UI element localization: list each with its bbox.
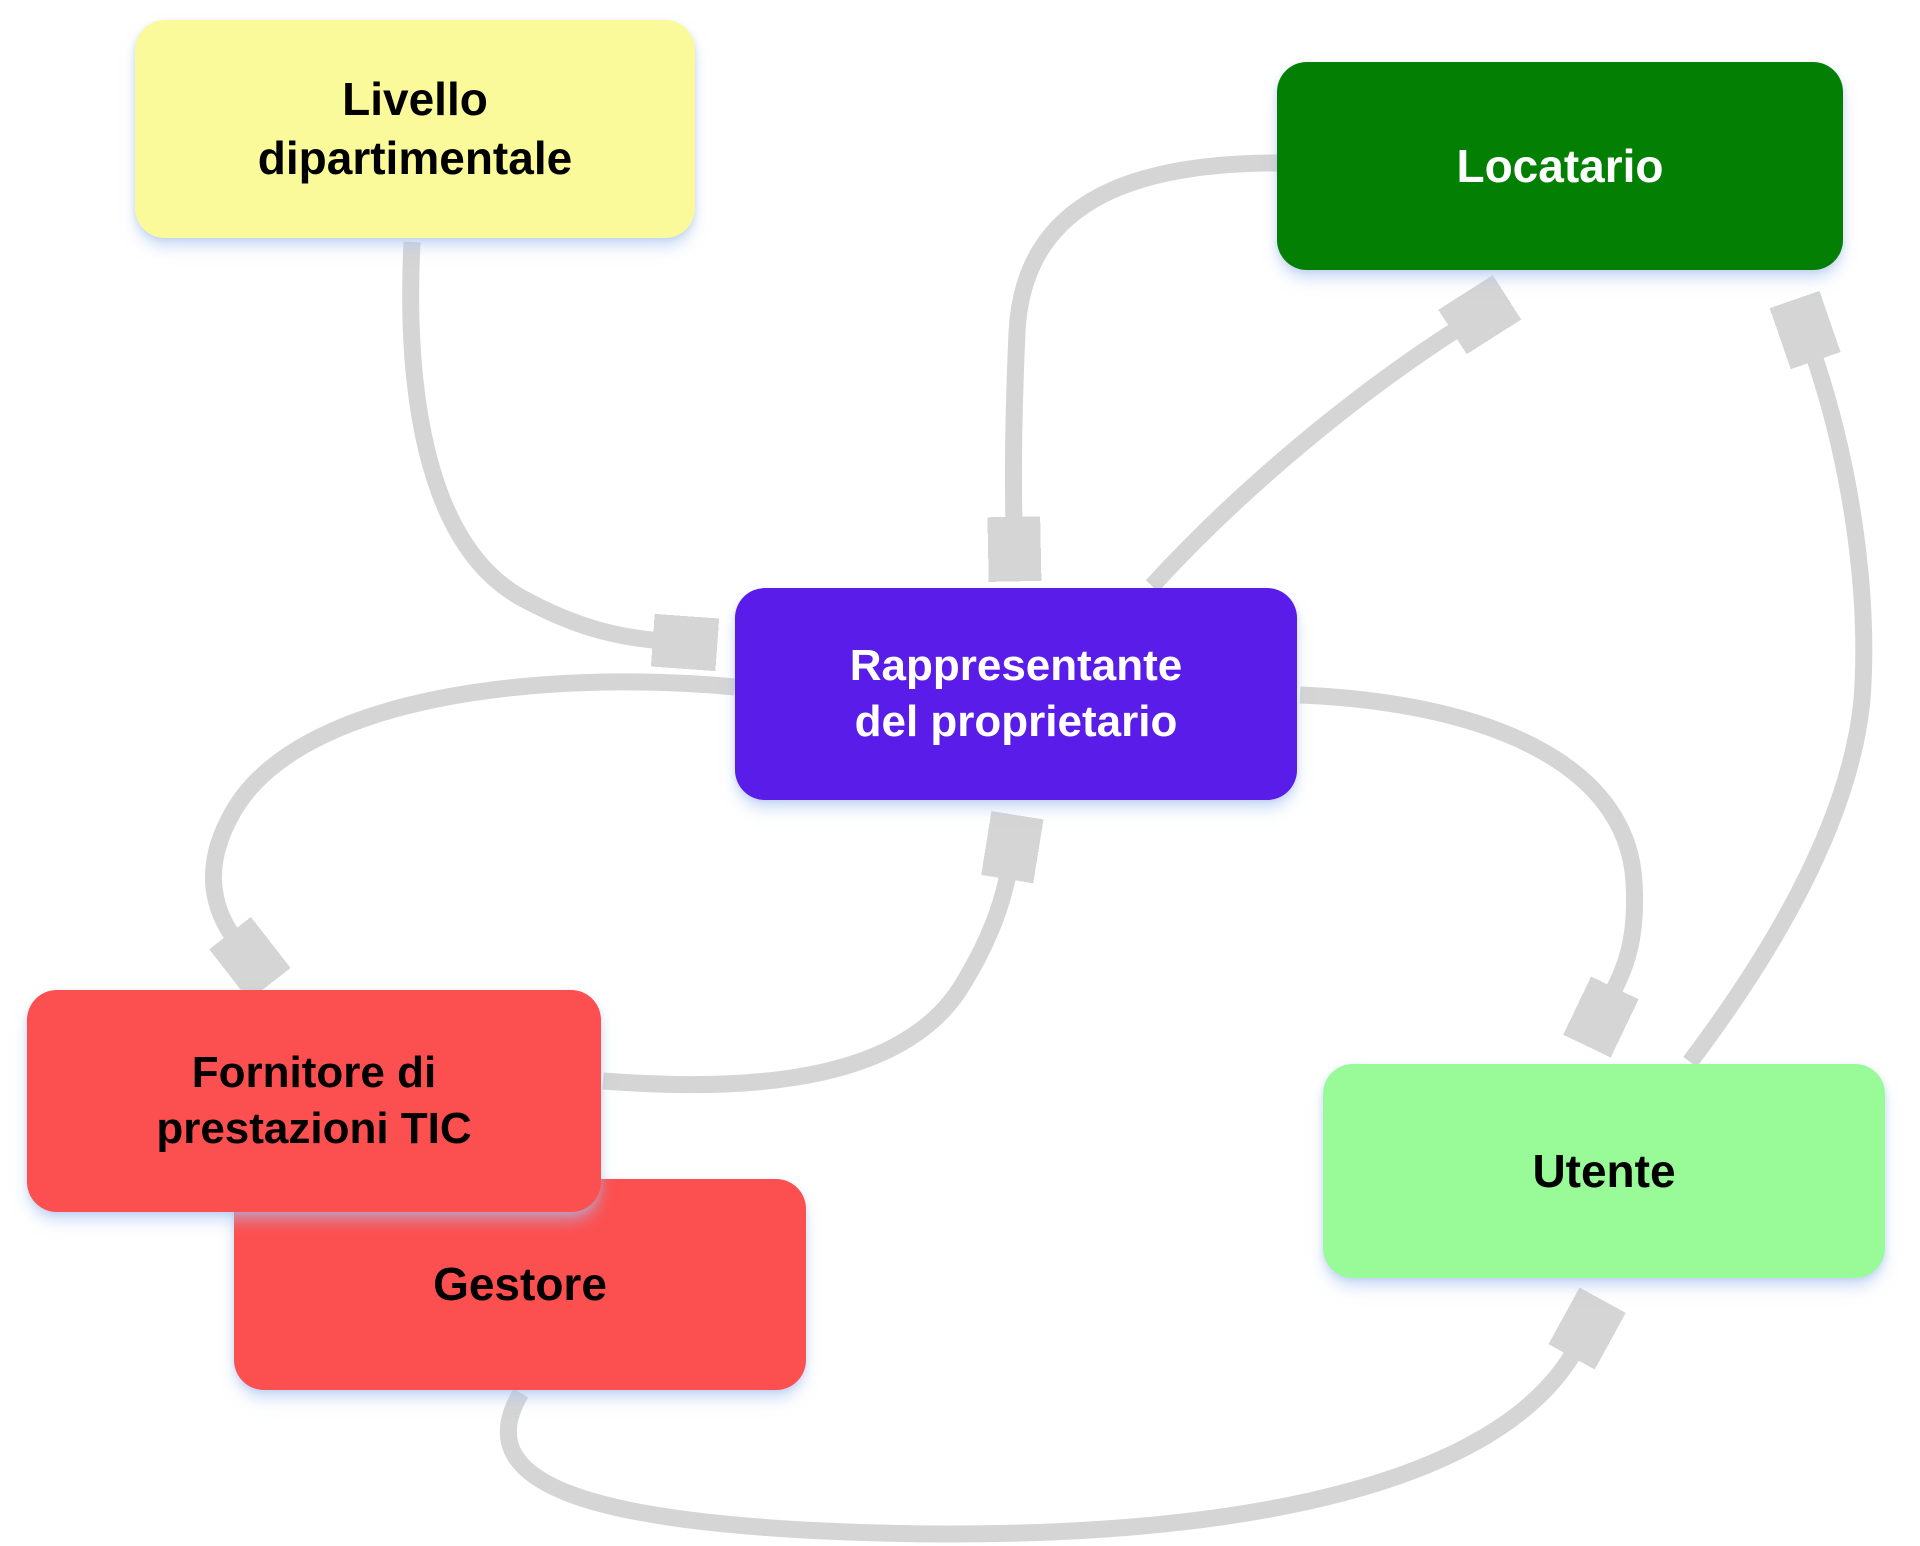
node-fornitore-prestazioni-tic: Fornitore di prestazioni TIC bbox=[27, 990, 601, 1212]
edge-gestore-utente bbox=[499, 1347, 1577, 1543]
edge-rappresentante-utente bbox=[1299, 686, 1644, 998]
node-gestore-label: Gestore bbox=[433, 1258, 607, 1311]
node-utente-label: Utente bbox=[1532, 1144, 1676, 1197]
node-locatario: Locatario bbox=[1277, 62, 1843, 270]
node-livello-dipartimentale: Livello dipartimentale bbox=[135, 20, 695, 238]
edge-livello-rappresentante bbox=[402, 241, 664, 641]
edge-fornitore-rappresentante bbox=[602, 868, 1009, 1094]
edge-locatario-rappresentante bbox=[1013, 154, 1279, 528]
node-locatario-label: Locatario bbox=[1456, 139, 1664, 192]
edge-utente-locatario bbox=[1683, 350, 1873, 1068]
edge-rappresentante-locatario bbox=[1145, 326, 1462, 592]
node-gestore: Gestore bbox=[234, 1179, 806, 1390]
edge-rappresentante-fornitore bbox=[205, 673, 736, 942]
node-rappresentante-del-proprietario: Rappresentante del proprietario bbox=[735, 588, 1297, 800]
node-fornitore-label: Fornitore di prestazioni TIC bbox=[156, 1047, 472, 1153]
node-livello-label: Livello dipartimentale bbox=[257, 73, 573, 184]
node-rappresentante-label: Rappresentante del proprietario bbox=[849, 640, 1183, 746]
node-utente: Utente bbox=[1323, 1064, 1885, 1278]
